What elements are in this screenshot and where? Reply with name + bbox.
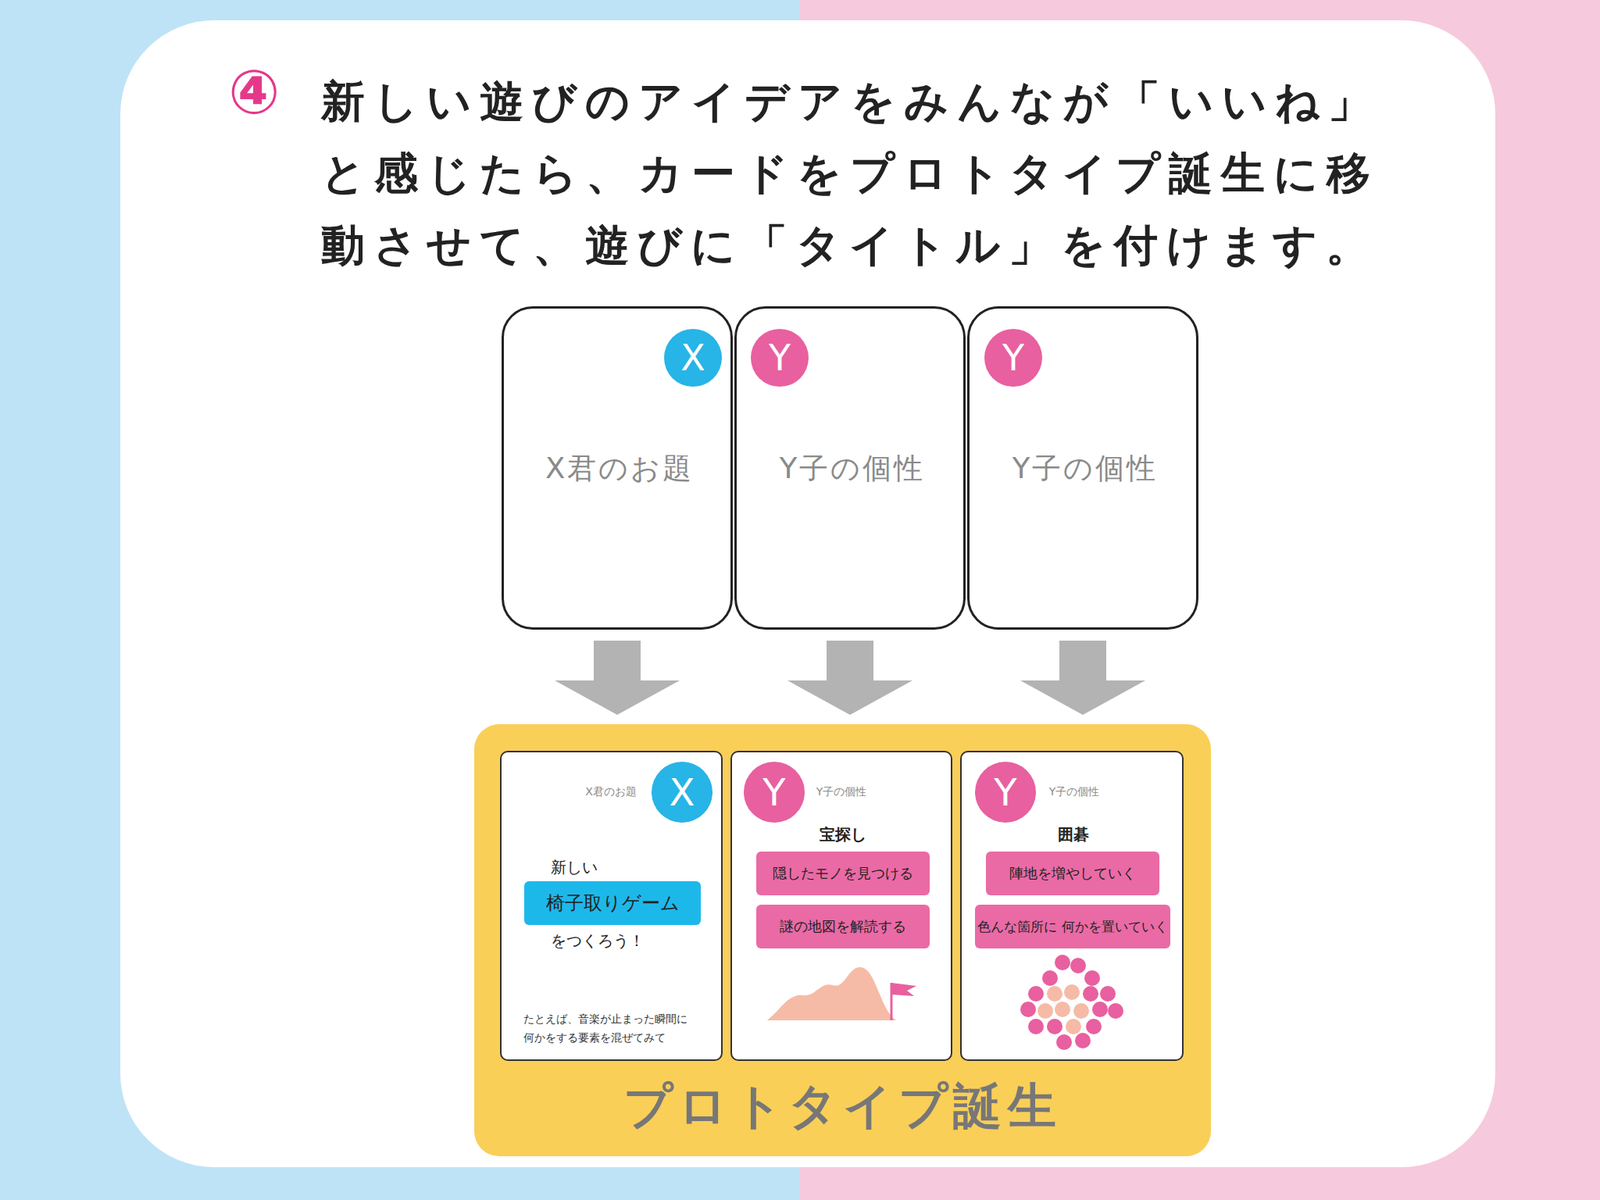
- text-slot: 宝探し: [732, 824, 954, 846]
- box-label: X: [680, 339, 706, 376]
- text-slot: 椅子取りゲーム: [524, 881, 701, 925]
- node-text: 囲碁: [961, 824, 1186, 846]
- badge-circle: Y: [743, 761, 805, 823]
- go-stone-dot: [1054, 954, 1071, 971]
- go-stone-dot: [1046, 1018, 1063, 1035]
- go-stone-dot: [1070, 957, 1086, 974]
- box-label: 色んな箇所に 何かを置いていく: [977, 917, 1168, 936]
- node-text: Y子の個性: [794, 785, 889, 800]
- block-arrow: [554, 640, 680, 715]
- box-label: Y: [993, 773, 1017, 811]
- badge-circle: X: [664, 328, 722, 387]
- node-text: Y子の個性: [736, 449, 968, 489]
- text-slot: X君のお題: [503, 449, 736, 489]
- go-stone-dot: [1075, 1032, 1091, 1049]
- text-slot: をつくろう！: [550, 930, 708, 952]
- text-slot: X: [651, 761, 713, 823]
- text-slot: Y: [743, 761, 805, 823]
- badge-circle: X: [651, 761, 713, 823]
- text-slot: プロトタイプ誕生: [474, 1073, 1211, 1140]
- text-slot: 色んな箇所に 何かを置いていく: [975, 904, 1171, 949]
- go-stone-dot: [1046, 985, 1063, 1002]
- go-stone-dot: [1092, 1001, 1108, 1018]
- topic-card: Y子の個性 Y: [967, 306, 1199, 630]
- trait-box: 隠したモノを見つける: [756, 851, 930, 896]
- text-slot: Y子の個性: [969, 449, 1201, 489]
- block-arrow: [787, 640, 913, 715]
- go-stone-dot: [1073, 1003, 1090, 1019]
- text-slot: Y: [975, 761, 1036, 823]
- go-stone-dot: [1082, 985, 1099, 1002]
- node-text: X君のお題: [564, 785, 658, 800]
- box-label: Y: [768, 339, 791, 376]
- text-slot: 陣地を増やしていく: [985, 851, 1160, 896]
- node-text: Y子の個性: [1027, 785, 1122, 800]
- text-slot: Y: [984, 328, 1043, 387]
- go-stone-dot: [1028, 985, 1044, 1002]
- go-stone-dot: [1054, 1001, 1071, 1018]
- badge-circle: Y: [984, 328, 1043, 387]
- box-label: Y: [762, 773, 786, 811]
- box-label: 椅子取りゲーム: [546, 890, 680, 916]
- go-stone-dot: [1028, 1018, 1044, 1035]
- box-label: X: [669, 773, 696, 811]
- idea-card: Y子の個性宝探し Y 隠したモノを見つける謎の地図を解読する: [730, 750, 953, 1061]
- text-slot: X君のお題: [564, 785, 658, 800]
- badge-circle: Y: [750, 328, 809, 387]
- callout-slot: ④: [210, 59, 297, 127]
- mountain-illustration: [767, 967, 897, 1021]
- text-slot: 新しい: [550, 857, 708, 879]
- go-stone-dot: [1020, 1001, 1036, 1018]
- box-label: 隠したモノを見つける: [772, 864, 914, 883]
- flag-pole: [890, 982, 893, 1021]
- topic-card: X君のお題 X: [501, 306, 733, 630]
- flag: [891, 982, 917, 997]
- node-text: たとえば、音楽が止まった瞬間に 何かをする要素を混ぜてみて: [523, 1010, 715, 1048]
- prototype-band: プロトタイプ誕生 X君のお題新しいをつくろう！ たとえば、音楽が止まった瞬間に 何か…: [474, 724, 1211, 1157]
- topic-card: Y子の個性 Y: [734, 306, 966, 630]
- box-label: 謎の地図を解読する: [779, 917, 907, 936]
- go-stone-dot: [1037, 1003, 1054, 1019]
- node-text: プロトタイプ誕生: [474, 1073, 1211, 1140]
- go-stone-dot: [1107, 1003, 1124, 1019]
- node-text: 宝探し: [732, 824, 954, 846]
- node-text: をつくろう！: [550, 930, 708, 952]
- text-slot: 謎の地図を解読する: [756, 904, 930, 949]
- badge-circle: Y: [975, 761, 1036, 823]
- box-label: 陣地を増やしていく: [1009, 864, 1136, 883]
- text-slot: たとえば、音楽が止まった瞬間に 何かをする要素を混ぜてみて: [523, 1010, 715, 1048]
- text-slot: Y: [750, 328, 809, 387]
- node-text: X君のお題: [503, 449, 736, 489]
- node-text: Y子の個性: [969, 449, 1201, 489]
- callout-number: ④: [210, 59, 297, 127]
- trait-box: 謎の地図を解読する: [756, 904, 930, 949]
- title-slot: 新しい遊びのアイデアをみんなが「いいね」と感じたら、カードをプロトタイプ誕生に移…: [321, 65, 1431, 282]
- go-stone-dot: [1100, 985, 1116, 1002]
- node-text: 新しい: [550, 857, 708, 879]
- text-slot: X: [664, 328, 722, 387]
- idea-card: X君のお題新しいをつくろう！ たとえば、音楽が止まった瞬間に 何かをする要素を混ぜ…: [500, 750, 723, 1061]
- go-stone-dot: [1084, 970, 1100, 986]
- text-slot: 隠したモノを見つける: [756, 851, 930, 896]
- box-label: Y: [1002, 339, 1025, 376]
- go-stone-dot: [1056, 1034, 1072, 1050]
- trait-box: 陣地を増やしていく: [985, 851, 1160, 896]
- go-stone-dot: [1085, 1018, 1102, 1035]
- text-slot: Y子の個性: [1027, 785, 1122, 800]
- title-text: 新しい遊びのアイデアをみんなが「いいね」と感じたら、カードをプロトタイプ誕生に移…: [321, 65, 1431, 282]
- go-stone-dot: [1065, 1018, 1082, 1035]
- text-slot: Y子の個性: [794, 785, 889, 800]
- idea-card: Y子の個性囲碁 Y 陣地を増やしていく色んな箇所に 何かを置いていく: [960, 750, 1184, 1061]
- go-stone-dot: [1064, 984, 1080, 1000]
- go-stone-dot: [1042, 970, 1058, 986]
- text-slot: 囲碁: [961, 824, 1186, 846]
- block-arrow: [1020, 640, 1146, 715]
- topic-highlight-box: 椅子取りゲーム: [524, 881, 701, 925]
- text-slot: Y子の個性: [736, 449, 968, 489]
- trait-box: 色んな箇所に 何かを置いていく: [975, 904, 1171, 949]
